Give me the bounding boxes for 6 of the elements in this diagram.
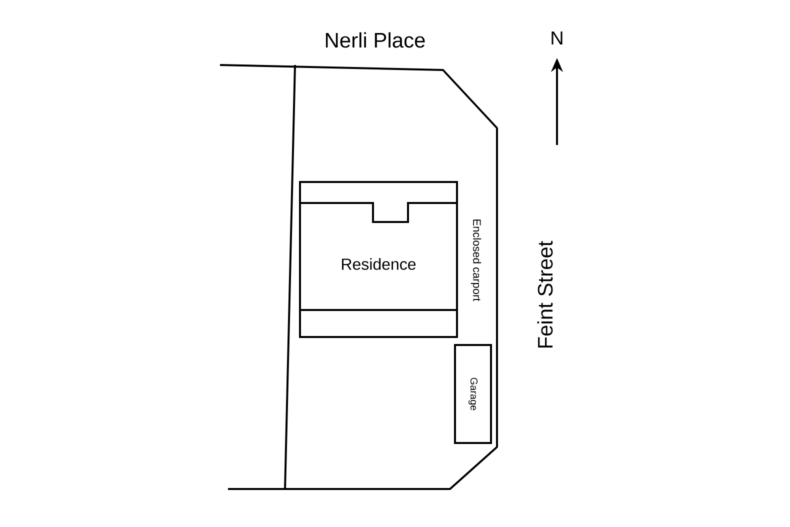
street-name: Nerli Place [326,32,425,48]
area-label: Enclosed carport [470,220,482,302]
residence-box: Residence [299,181,458,338]
street-name: Feint Street [537,240,553,348]
garage-box: Garage [454,344,492,444]
north-label: N [552,31,562,45]
